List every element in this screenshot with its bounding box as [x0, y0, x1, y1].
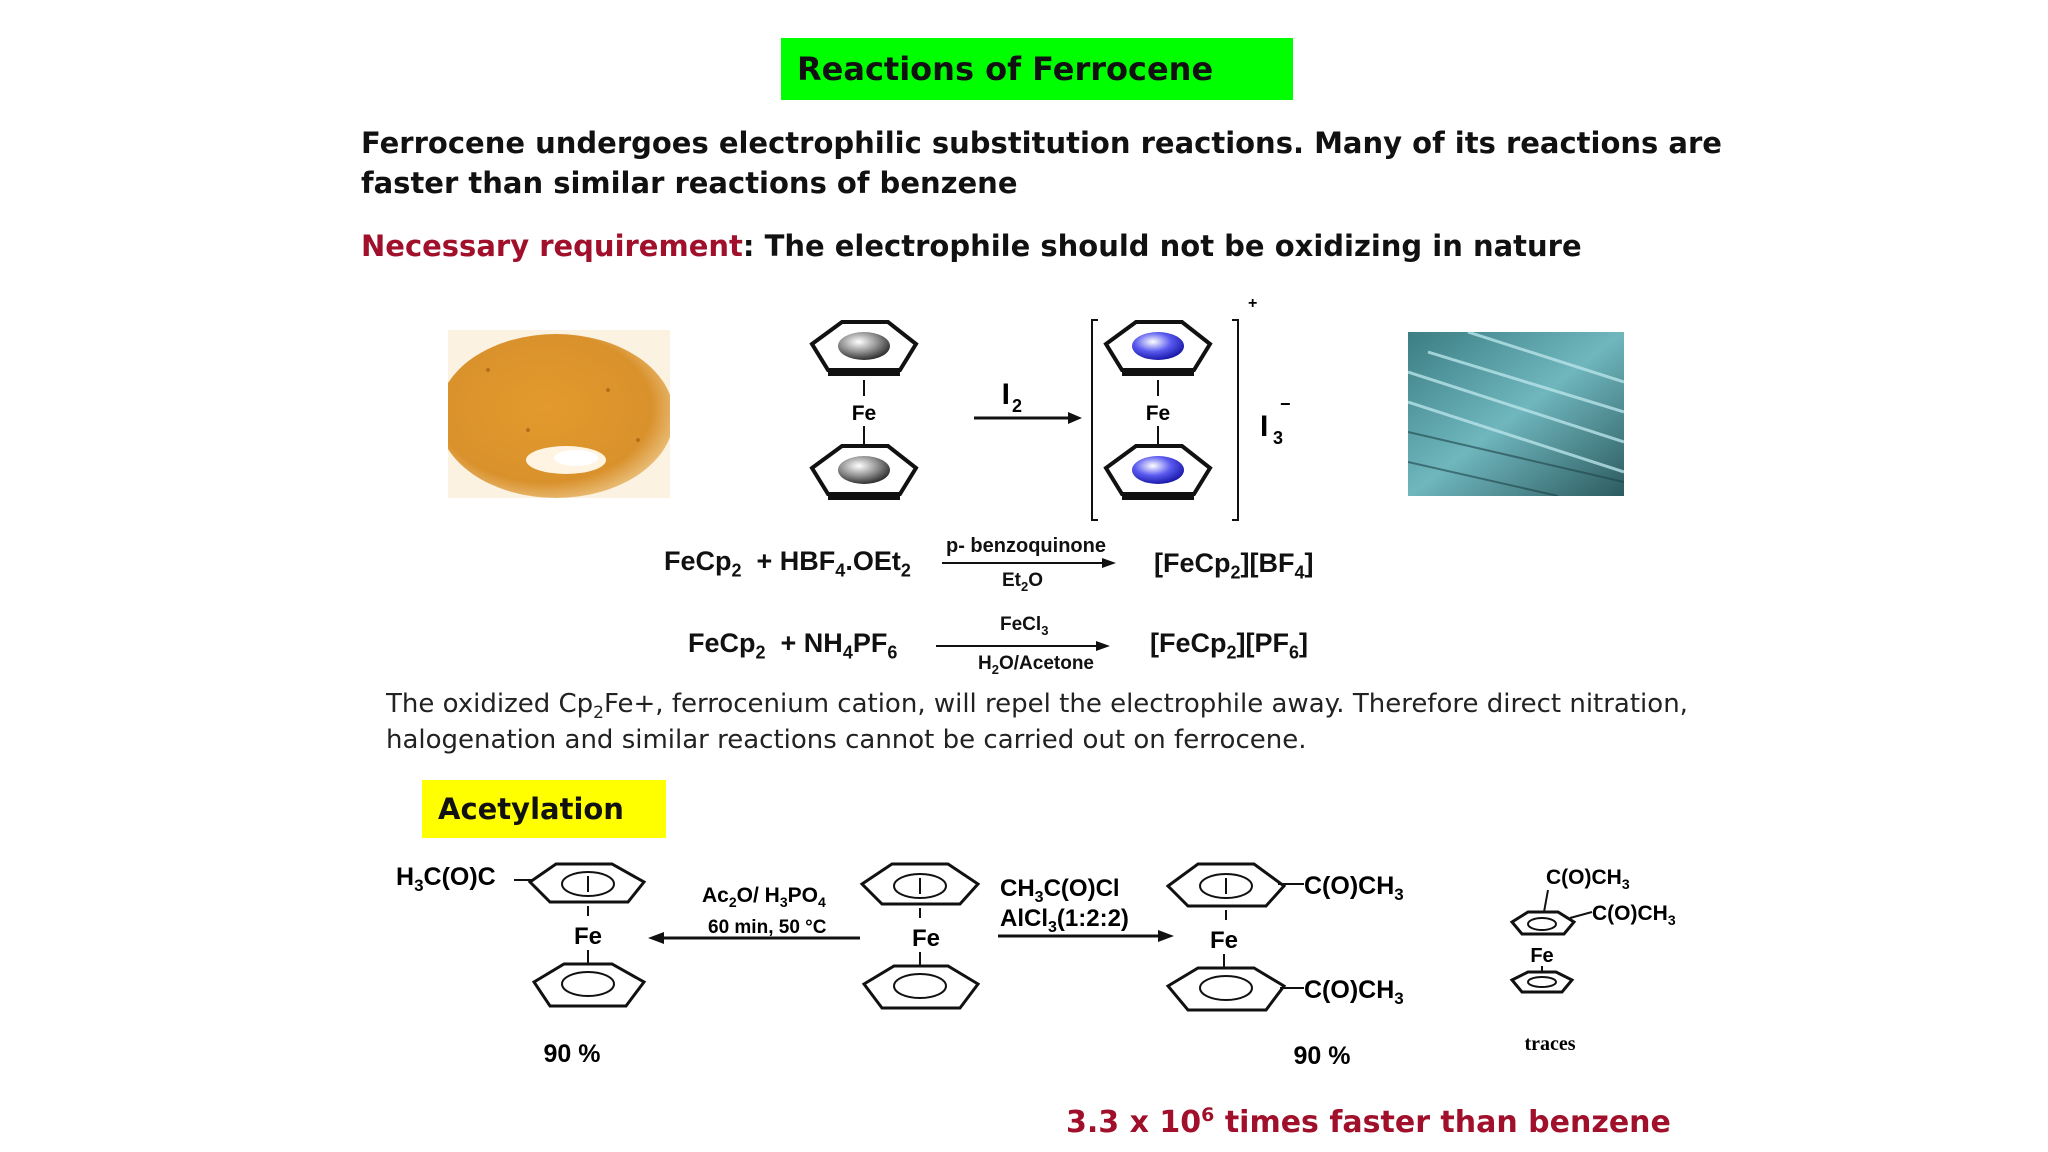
requirement-label: Necessary requirement — [361, 229, 743, 263]
fe-label: Fe — [912, 925, 940, 952]
requirement-line: Necessary requirement: The electrophile … — [361, 229, 1582, 263]
acyl-bottom: C(O)CH3 — [1304, 976, 1404, 1008]
reaction1-reagent-mid: .OEt — [845, 546, 901, 576]
subscript: 2 — [991, 661, 999, 677]
acyl-top: C(O)CH3 — [1304, 872, 1404, 904]
reaction2-arrow — [936, 641, 1110, 651]
left-arrow-conditions: Ac2O/ H3PO4 60 min, 50 °C — [648, 884, 860, 944]
product-b: ][BF — [1240, 548, 1295, 578]
subscript: 3 — [1041, 622, 1049, 638]
subscript: 4 — [835, 560, 846, 581]
left-condition-1: Ac2O/ H3PO4 — [702, 884, 826, 910]
reaction1-reactants: FeCp2 + HBF4.OEt2 — [664, 546, 911, 581]
ferrocenium-crystal-photo — [1408, 332, 1624, 496]
reaction2-product: [FeCp2][PF6] — [1150, 628, 1308, 663]
catalyst: FeCl — [1000, 614, 1042, 635]
cp-ring-top-oxidized — [1103, 320, 1213, 376]
subscript: 2 — [731, 560, 742, 581]
triiodide-charge: − — [1280, 394, 1291, 414]
intro-line-1: Ferrocene undergoes electrophilic substi… — [361, 126, 1722, 160]
diacetylferrocene: C(O)CH3 Fe C(O)CH3 90 % — [1165, 862, 1404, 1070]
subscript: 2 — [1226, 642, 1237, 663]
reaction1-above-arrow: p- benzoquinone — [946, 535, 1106, 557]
ferrocenium-note-line-2: halogenation and similar reactions canno… — [386, 725, 1307, 755]
reaction1-reactant: FeCp — [664, 546, 732, 576]
ferrocenium-note-line-1: The oxidized Cp2Fe+, ferrocenium cation,… — [386, 686, 1688, 731]
central-ferrocene: Fe — [859, 862, 981, 1010]
rate-value: 3.3 x 10 — [1066, 1105, 1202, 1140]
reaction2-reagent: + NH — [780, 628, 843, 658]
subscript: 6 — [887, 642, 898, 663]
right-condition-1: CH3C(O)Cl — [1000, 875, 1120, 906]
cp-ring-bottom-oxidized — [1103, 444, 1213, 500]
cation-charge: + — [1248, 295, 1257, 312]
acetylation-label: Acetylation — [422, 780, 666, 838]
acetyl-substituent-left: H3C(O)C — [396, 863, 496, 895]
reaction1-reagent: + HBF — [756, 546, 836, 576]
note-text-b: Fe+, ferrocenium cation, will repel the … — [603, 689, 1688, 719]
fe-label: Fe — [574, 923, 602, 950]
cp-ring-top — [809, 320, 919, 376]
subscript: 4 — [1294, 562, 1305, 583]
solvent-rest: O/Acetone — [998, 653, 1094, 674]
traces-label: traces — [1524, 1033, 1575, 1055]
ferrocene-powder-photo — [448, 330, 670, 498]
fe-label: Fe — [852, 402, 877, 425]
subscript: 2 — [1230, 562, 1241, 583]
rate-comparison: 3.3 x 106 times faster than benzene — [1066, 1104, 1671, 1140]
yield-right: 90 % — [1294, 1042, 1351, 1070]
trace-acyl-top: C(O)CH3 — [1546, 866, 1630, 892]
trace-product: C(O)CH3 C(O)CH3 Fe traces — [1509, 866, 1676, 1055]
subscript: 2 — [593, 703, 604, 724]
product-a: [FeCp — [1150, 628, 1227, 658]
subscript: 2 — [1021, 578, 1029, 594]
left-condition-2: 60 min, 50 °C — [708, 917, 827, 938]
solvent-h: H — [978, 653, 992, 674]
solvent-b: O — [1028, 570, 1044, 591]
ferrocene-structure: Fe — [809, 320, 919, 500]
fe-label: Fe — [1210, 927, 1238, 954]
reaction2-reactant: FeCp — [688, 628, 756, 658]
cp-ring-bottom — [809, 444, 919, 500]
intro-line-2: faster than similar reactions of benzene — [361, 166, 1018, 200]
trace-acyl-side: C(O)CH3 — [1592, 902, 1676, 928]
reaction1-below-arrow: Et2O — [1002, 570, 1043, 594]
reaction2-above-arrow: FeCl3 — [1000, 614, 1048, 638]
monoacetylferrocene: H3C(O)C Fe 90 % — [396, 862, 647, 1068]
rate-text: times faster than benzene — [1214, 1105, 1671, 1140]
triiodide-sub: 3 — [1273, 428, 1283, 448]
rate-exponent: 6 — [1201, 1104, 1215, 1126]
requirement-text: : The electrophile should not be oxidizi… — [742, 229, 1582, 263]
solvent-a: Et — [1002, 570, 1021, 591]
product-b: ][PF — [1236, 628, 1289, 658]
subscript: 4 — [842, 642, 853, 663]
product-c: ] — [1299, 628, 1309, 658]
reaction2-below-arrow: H2O/Acetone — [978, 653, 1094, 677]
reagent-i: I — [1002, 378, 1010, 411]
ferrocenium-structure: Fe + I 3 − — [1091, 295, 1291, 521]
acetylation-scheme: H3C(O)C Fe 90 % Ac2O/ H3PO4 60 min, 50 °… — [396, 862, 1676, 1070]
slide-title: Reactions of Ferrocene — [781, 38, 1293, 100]
product-a: [FeCp — [1154, 548, 1231, 578]
fe-label: Fe — [1530, 945, 1553, 967]
product-c: ] — [1304, 548, 1314, 578]
reaction1-product: [FeCp2][BF4] — [1154, 548, 1314, 583]
reagent-i-sub: 2 — [1012, 396, 1022, 416]
iodine-arrow: I 2 — [974, 378, 1082, 424]
right-arrow-conditions: CH3C(O)Cl AlCl3(1:2:2) — [998, 875, 1174, 942]
subscript: 6 — [1289, 642, 1300, 663]
right-condition-2: AlCl3(1:2:2) — [1000, 905, 1129, 936]
reaction2-reagent-mid: PF — [852, 628, 888, 658]
yield-left: 90 % — [544, 1040, 601, 1068]
oxidation-scheme: Fe I 2 Fe + I 3 − — [809, 295, 1291, 521]
fe-label-oxidized: Fe — [1146, 402, 1171, 425]
subscript: 2 — [900, 560, 911, 581]
subscript: 2 — [755, 642, 766, 663]
triiodide-i: I — [1260, 410, 1268, 443]
reaction2-reactants: FeCp2 + NH4PF6 — [688, 628, 897, 663]
note-text-a: The oxidized Cp — [386, 689, 594, 719]
reaction1-arrow — [942, 558, 1116, 568]
